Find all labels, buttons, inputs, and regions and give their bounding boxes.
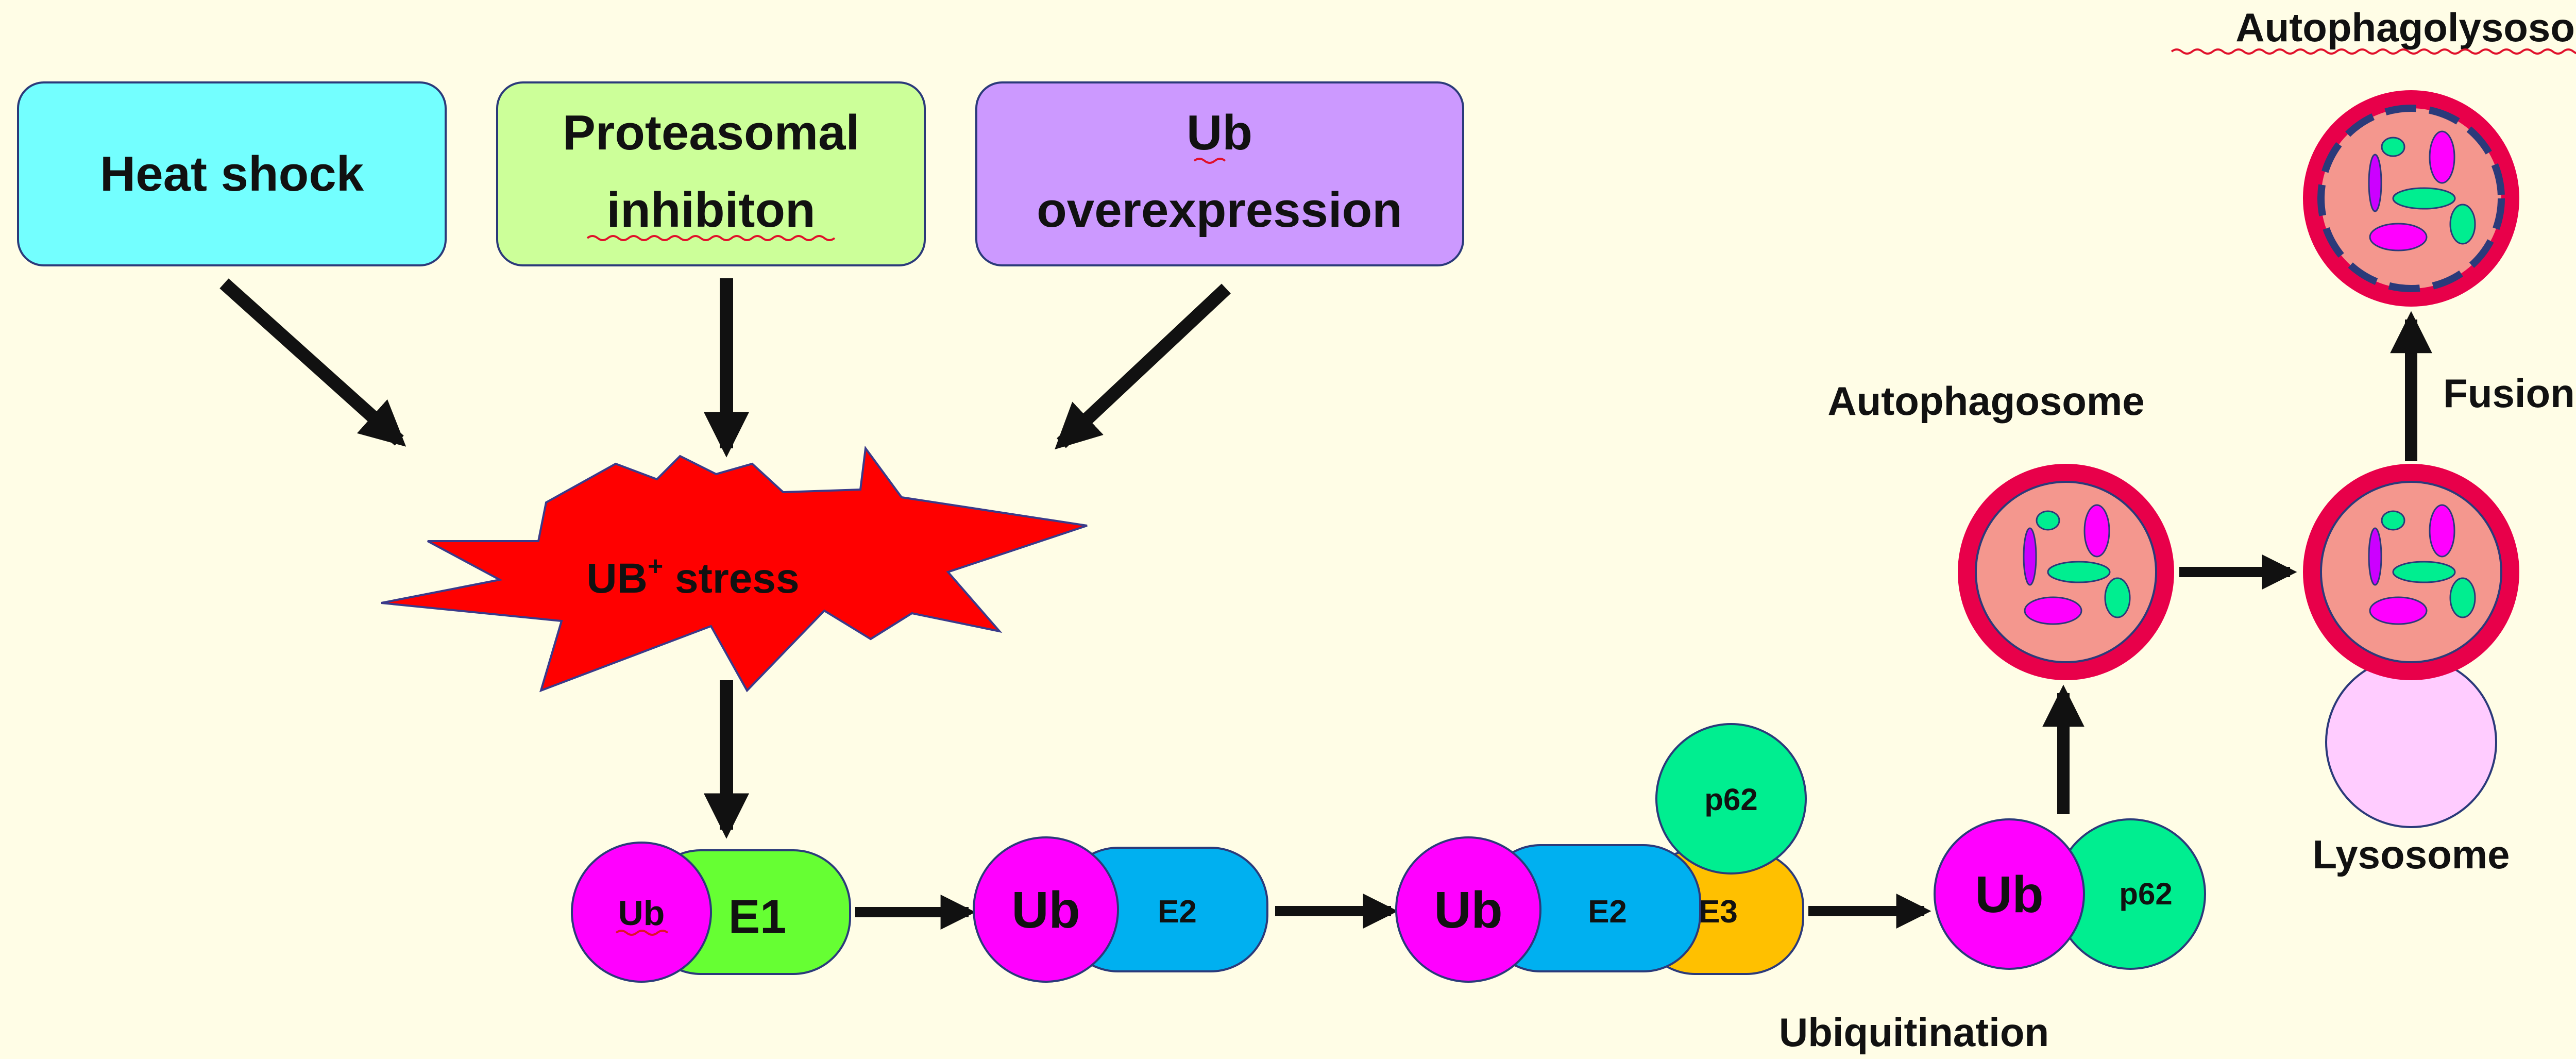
e2-label-2: E2 [1588, 894, 1627, 930]
autophagolysosome-label: Autophagolysosome [2235, 5, 2576, 50]
proteasomal-label-line1: Proteasomal [563, 105, 859, 160]
e3-label: E3 [1699, 894, 1738, 930]
heat-shock-box: Heat shock [17, 81, 447, 266]
ub-label-1: Ub [618, 894, 665, 933]
ub-label-3: Ub [1434, 881, 1502, 939]
ub-label-2: Ub [1011, 881, 1080, 939]
ub-stress-burst: UB+ stress [381, 445, 1088, 693]
p62-label-2: p62 [2119, 877, 2172, 911]
ub-e2-e3-complex: E3 E2 Ub p62 [1395, 723, 1807, 983]
arrow-heat-shock [219, 278, 406, 447]
proteasomal-inhibition-box: Proteasomal inhibiton [496, 81, 926, 266]
fusion-complex [2303, 464, 2519, 828]
fusion-label: Fusion [2443, 371, 2575, 416]
proteasomal-label-line2: inhibiton [606, 182, 815, 238]
spellcheck-underline [1193, 158, 1226, 164]
spellcheck-underline [586, 235, 836, 241]
ub-overexpression-line1: Ub [1187, 105, 1252, 160]
arrow-ub-overexpression [1055, 283, 1231, 450]
ub-p62-complex: p62 Ub [1934, 818, 2206, 970]
autophagolysosome [2303, 90, 2519, 307]
input-arrows [219, 278, 1231, 458]
stress-label: UB+ stress [586, 551, 799, 602]
p62-free [1655, 723, 1807, 875]
autophagosome-label: Autophagosome [1827, 378, 2144, 424]
ub-label-4: Ub [1975, 866, 2043, 923]
p62-label-1: p62 [1704, 782, 1757, 817]
e2-label-1: E2 [1158, 894, 1197, 930]
lysosome-label: Lysosome [2313, 832, 2510, 877]
autophagosome [1958, 464, 2174, 680]
spellcheck-underline [2171, 48, 2576, 55]
ubiquitination-label: Ubiquitination [1779, 1010, 2049, 1055]
spellcheck-underline [615, 930, 669, 936]
ub-e2-complex: E2 Ub [973, 836, 1268, 983]
ub-overexpression-line2: overexpression [1037, 182, 1402, 238]
ub-overexpression-box: Ub overexpression [975, 81, 1464, 266]
heat-shock-label: Heat shock [100, 146, 364, 201]
ub-e1-complex: E1 Ub [571, 842, 851, 983]
lysosome [2325, 656, 2497, 828]
e1-label: E1 [728, 890, 787, 943]
